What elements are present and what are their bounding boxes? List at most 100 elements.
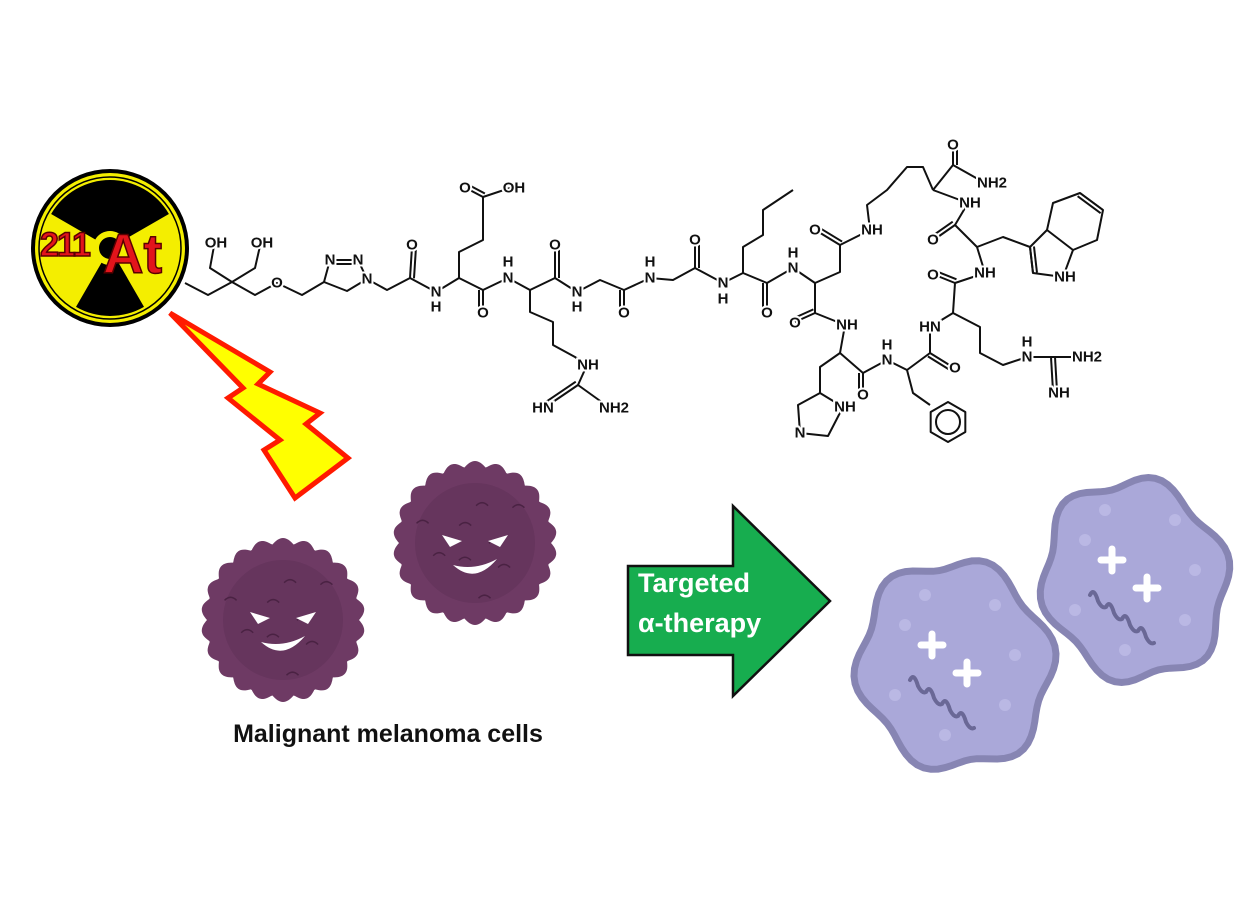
bond <box>819 352 841 393</box>
smile <box>261 636 305 651</box>
atom-label: O <box>271 275 283 292</box>
atom-label: O <box>689 232 701 249</box>
bond <box>482 187 511 198</box>
atom-label: O <box>789 315 801 332</box>
bond <box>906 312 954 371</box>
isotope-mass-number: 211 <box>40 226 90 264</box>
atom-label: N <box>1022 349 1033 366</box>
benzene-ring <box>929 401 967 443</box>
atom-label: O <box>809 222 821 239</box>
double-bond <box>467 183 486 195</box>
smile <box>453 559 497 574</box>
double-bond <box>932 220 954 237</box>
bond <box>814 245 841 284</box>
double-bond <box>1050 357 1055 392</box>
bond <box>458 197 484 278</box>
double-bond <box>1032 246 1038 273</box>
atom-label: O <box>549 237 561 254</box>
double-bond <box>1077 195 1102 215</box>
atom-label: H <box>718 291 729 308</box>
atom-label: O <box>927 267 939 284</box>
eye <box>442 535 462 547</box>
bond <box>323 259 368 292</box>
bond <box>409 277 460 293</box>
bond <box>906 369 931 406</box>
atom-label: H <box>503 254 514 271</box>
bond <box>577 364 588 386</box>
melanoma-cell <box>201 538 365 702</box>
double-bond <box>544 380 577 404</box>
bond <box>932 189 978 248</box>
targeted-therapy-arrow <box>626 503 832 699</box>
squiggle <box>908 675 976 731</box>
bond <box>839 166 934 246</box>
radiation-symbol-icon: 211 At <box>31 169 189 327</box>
peptide-structure-bonds <box>184 149 1104 443</box>
double-bond <box>936 270 957 281</box>
bond <box>323 259 331 283</box>
atom-label: O <box>761 305 773 322</box>
bond <box>952 246 986 314</box>
atom-label: NH <box>861 222 883 239</box>
trefoil-blade <box>76 262 144 316</box>
bond <box>952 312 1085 366</box>
bond <box>366 277 411 291</box>
atom-label: O <box>459 180 471 197</box>
arrow-label: Targeted α-therapy <box>638 563 761 643</box>
atom-label: H <box>882 337 893 354</box>
bond <box>1046 192 1104 251</box>
arrow-label-line1: Targeted <box>638 568 751 598</box>
bond <box>976 236 1031 248</box>
melanoma-caption: Malignant melanoma cells <box>233 720 543 748</box>
atom-label: H <box>572 299 583 316</box>
isotope-symbol: At <box>103 222 162 285</box>
atom-label: H <box>1022 334 1033 351</box>
atom-label: O <box>949 360 961 377</box>
bond <box>231 281 325 296</box>
trefoil-blade <box>110 180 169 240</box>
bond <box>932 164 954 191</box>
atom-label: N <box>882 352 893 369</box>
bond <box>546 384 579 407</box>
bond <box>409 246 413 279</box>
atom-label: N <box>362 271 373 288</box>
atom-label: NH <box>834 399 856 416</box>
atom-label: N <box>788 260 799 277</box>
bond <box>1029 246 1034 274</box>
atom-label: OH <box>205 235 228 252</box>
bond <box>816 230 841 246</box>
atom-label: HN <box>919 319 941 336</box>
atom-label: NH2 <box>1072 349 1102 366</box>
atom-label: OH <box>503 180 526 197</box>
arrow-label-line2: α-therapy <box>638 608 762 638</box>
bond <box>1054 356 1058 392</box>
double-bond <box>927 355 950 371</box>
bond <box>742 189 794 273</box>
atom-label: O <box>927 232 939 249</box>
atom-label: N <box>645 270 656 287</box>
bond <box>742 267 816 284</box>
atom-label: NH2 <box>977 175 1007 192</box>
plus-icon <box>1132 573 1162 603</box>
atom-label: NH <box>577 357 599 374</box>
atom-label: N <box>572 284 583 301</box>
double-bond <box>412 247 417 279</box>
bond <box>209 245 233 283</box>
atom-label: OH <box>251 235 274 252</box>
atom-label: N <box>353 252 364 269</box>
bond <box>465 187 484 198</box>
atom-label: NH <box>1048 385 1070 402</box>
bond <box>529 290 588 366</box>
bond <box>814 283 846 354</box>
bond <box>794 312 816 323</box>
atom-label: NH <box>1054 269 1076 286</box>
atom-label: NH <box>836 317 858 334</box>
atom-label: O <box>618 305 630 322</box>
bond <box>797 392 844 437</box>
malignant-melanoma-cells <box>201 461 557 702</box>
bond <box>934 274 956 284</box>
eye <box>250 612 270 624</box>
eye <box>488 535 508 547</box>
bond <box>1079 192 1104 211</box>
aromatic-circle <box>935 409 961 435</box>
